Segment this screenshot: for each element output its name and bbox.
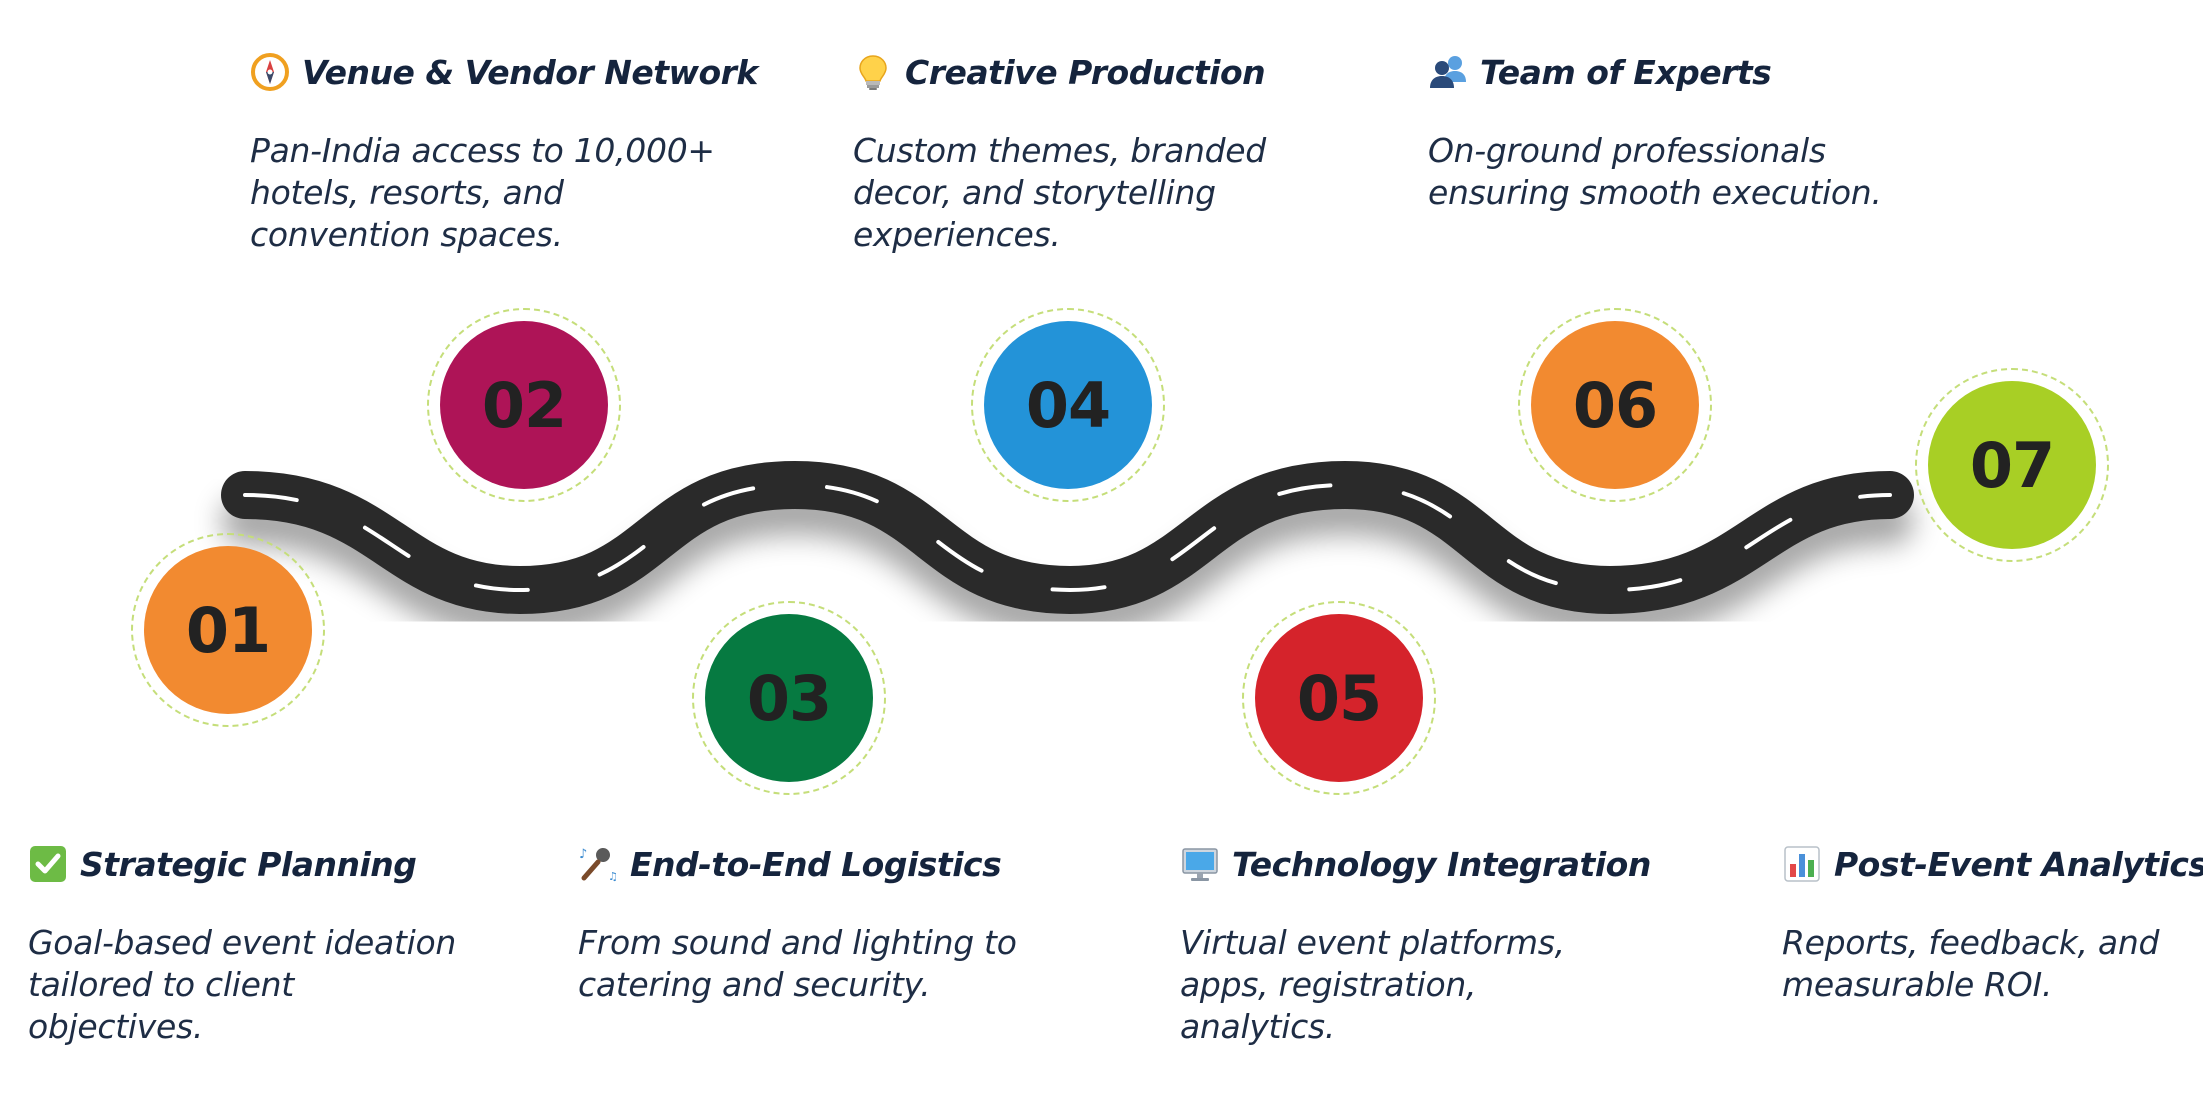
step-01-strategic-planning: Strategic Planning Goal-based event idea…	[28, 840, 548, 1048]
step-description: Virtual event platforms, apps, registrat…	[1180, 923, 1565, 1046]
step-badge-04: 04	[971, 308, 1165, 502]
step-number-05: 05	[1255, 614, 1423, 782]
step-05-technology-integration: Technology Integration Virtual event pla…	[1180, 840, 1700, 1048]
svg-text:♫: ♫	[608, 870, 618, 883]
step-number-07: 07	[1928, 381, 2096, 549]
microphone-icon: ♪ ♫	[579, 847, 618, 883]
step-title-row: Team of Experts	[1428, 48, 1948, 96]
monitor-icon	[1182, 848, 1218, 881]
step-number-04: 04	[984, 321, 1152, 489]
lightbulb-icon	[859, 55, 887, 90]
step-title: Technology Integration	[1232, 844, 1651, 884]
road-center-marking	[243, 482, 1892, 593]
step-badge-06: 06	[1518, 308, 1712, 502]
step-07-post-event-analytics: Post-Event Analytics Reports, feedback, …	[1782, 840, 2203, 1006]
step-badge-02: 02	[427, 308, 621, 502]
step-badge-03: 03	[692, 601, 886, 795]
step-description: On-ground professionals ensuring smooth …	[1428, 131, 1882, 212]
step-number-06: 06	[1531, 321, 1699, 489]
step-title-row: Venue & Vendor Network	[250, 48, 770, 96]
step-03-end-to-end-logistics: ♪ ♫ End-to-End Logistics From sound and …	[578, 840, 1098, 1006]
step-02-venue-vendor-network: Venue & Vendor Network Pan-India access …	[250, 48, 770, 256]
step-number-01: 01	[144, 546, 312, 714]
step-title-row: Strategic Planning	[28, 840, 548, 888]
step-title: Venue & Vendor Network	[302, 52, 758, 92]
step-description: Pan-India access to 10,000+ hotels, reso…	[250, 131, 715, 254]
step-title-row: Technology Integration	[1180, 840, 1700, 888]
step-description: Custom themes, branded decor, and storyt…	[853, 131, 1266, 254]
step-title: Team of Experts	[1480, 52, 1772, 92]
step-06-team-of-experts: Team of Experts On-ground professionals …	[1428, 48, 1948, 214]
step-badge-01: 01	[131, 533, 325, 727]
people-icon	[1430, 56, 1466, 88]
step-description: Reports, feedback, and measurable ROI.	[1782, 923, 2160, 1004]
step-title: Post-Event Analytics	[1834, 844, 2203, 884]
step-badge-05: 05	[1242, 601, 1436, 795]
step-description: From sound and lighting to catering and …	[578, 923, 1017, 1004]
step-badge-07: 07	[1915, 368, 2109, 562]
step-title: End-to-End Logistics	[630, 844, 1002, 884]
step-title-row: Creative Production	[853, 48, 1373, 96]
step-04-creative-production: Creative Production Custom themes, brand…	[853, 48, 1373, 256]
step-title: Creative Production	[905, 52, 1266, 92]
compass-icon	[251, 53, 289, 91]
check-icon	[30, 846, 66, 882]
step-title: Strategic Planning	[80, 844, 417, 884]
bar-chart-icon	[1784, 846, 1820, 882]
step-title-row: Post-Event Analytics	[1782, 840, 2203, 888]
svg-text:♪: ♪	[579, 847, 587, 862]
step-number-03: 03	[705, 614, 873, 782]
step-description: Goal-based event ideation tailored to cl…	[28, 923, 456, 1046]
step-title-row: ♪ ♫ End-to-End Logistics	[578, 840, 1098, 888]
step-number-02: 02	[440, 321, 608, 489]
